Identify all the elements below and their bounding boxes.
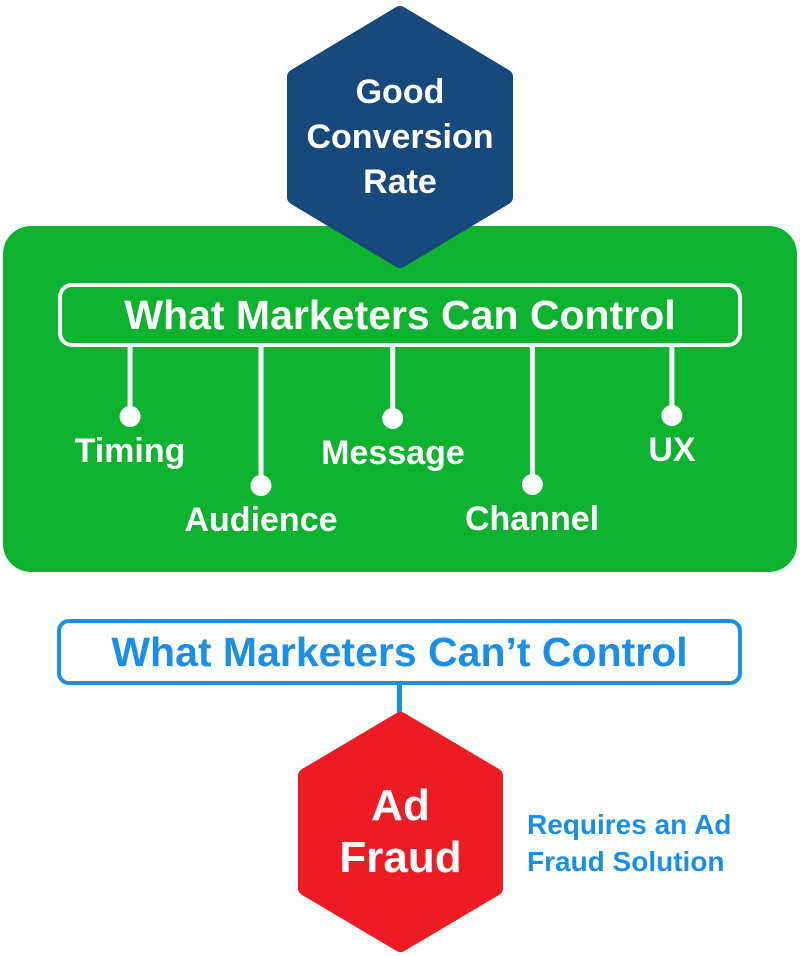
good-conversion-rate-text: Good Conversion Rate: [287, 6, 513, 268]
can-control-title: What Marketers Can Control: [124, 291, 676, 338]
cant-control-title-box: What Marketers Can’t Control: [57, 619, 742, 685]
cant-control-title: What Marketers Can’t Control: [111, 628, 688, 675]
label-message: Message: [321, 434, 465, 472]
connector-message: Message: [321, 345, 465, 473]
label-audience: Audience: [184, 501, 338, 539]
label-timing: Timing: [74, 432, 186, 470]
ad-fraud-note: Requires an Ad Fraud Solution: [527, 809, 732, 877]
hex-line: Fraud: [339, 833, 462, 882]
connector-line: [669, 345, 675, 406]
hex-line: Good: [355, 72, 445, 111]
label-channel: Channel: [464, 500, 600, 538]
connector-dot: [119, 406, 141, 427]
hexagon-shape: [298, 712, 503, 952]
hex-line: Rate: [363, 162, 437, 201]
connector-dot: [661, 405, 683, 426]
hexagon-shape: [287, 6, 513, 268]
connector-to-ad-fraud: [397, 685, 402, 716]
connector-timing: Timing: [74, 345, 186, 471]
connector-line: [390, 345, 396, 409]
hex-line: Conversion: [306, 117, 494, 156]
connector-dot: [382, 408, 404, 429]
good-conversion-rate-hexagon: Good Conversion Rate: [287, 6, 513, 268]
label-ux: UX: [648, 431, 696, 469]
connector-dot: [250, 475, 272, 496]
ad-fraud-hexagon: Ad Fraud: [298, 712, 503, 952]
connector-line: [127, 345, 133, 407]
connector-line: [529, 345, 535, 475]
connector-dot: [521, 474, 543, 495]
connector-line: [258, 345, 264, 476]
connector-audience: Audience: [184, 345, 338, 540]
hex-line: Ad: [371, 781, 430, 830]
can-control-title-box: What Marketers Can Control: [58, 283, 742, 347]
ad-fraud-text: Ad Fraud: [298, 712, 503, 952]
connector-channel: Channel: [465, 345, 599, 539]
connector-ux: UX: [648, 345, 696, 470]
